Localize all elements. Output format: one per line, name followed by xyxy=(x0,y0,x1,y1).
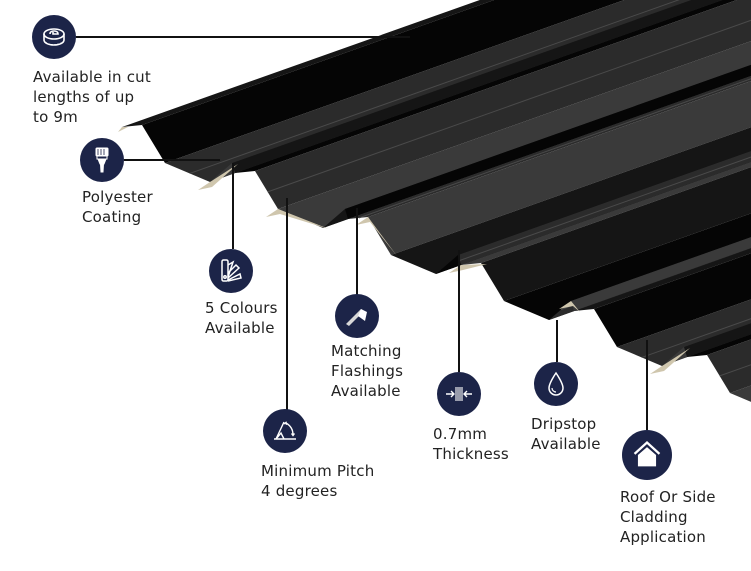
feature-label-pitch: Minimum Pitch 4 degrees xyxy=(261,462,375,500)
colour-swatch-icon xyxy=(209,249,253,293)
house-icon xyxy=(622,430,672,480)
sheet-rib-top xyxy=(391,127,751,274)
sheet-pan xyxy=(348,75,751,219)
water-drop-icon xyxy=(534,362,578,406)
sheet-rib-rise xyxy=(278,41,751,228)
sheet-rib-slope xyxy=(235,0,737,173)
sheet-rib-slope xyxy=(594,253,751,347)
sheet-rib-top xyxy=(481,167,751,301)
sheet-pan xyxy=(617,299,751,366)
sheet-pan xyxy=(255,0,751,209)
thickness-icon xyxy=(437,372,481,416)
feature-label-polyester-coating: Polyester Coating xyxy=(82,188,153,226)
sheet-pan xyxy=(458,150,751,265)
sheet-rib-rise xyxy=(730,385,751,402)
sheet-front-lip xyxy=(118,127,128,132)
sheet-rib-rise xyxy=(461,162,751,265)
sheet-pan-highlight xyxy=(459,156,751,261)
sheet-rib-top xyxy=(684,323,751,357)
sheet-edge-underside xyxy=(650,348,690,374)
sheet-edge-underside xyxy=(198,164,238,190)
sheet-pan xyxy=(707,339,751,393)
sheet-rib-rise xyxy=(368,81,751,255)
sheet-rib-top xyxy=(122,0,495,127)
paint-brush-icon xyxy=(80,138,124,182)
sheet-rib-top xyxy=(574,248,751,311)
sheet-rib-top xyxy=(232,0,723,173)
feature-label-dripstop: Dripstop Available xyxy=(531,415,601,453)
sheet-rib-slope xyxy=(345,64,751,219)
sheet-rib-slope xyxy=(142,0,625,163)
sheet-edge-underside xyxy=(559,301,580,312)
sheet-rib-slope xyxy=(687,334,751,357)
tape-measure-icon xyxy=(32,15,76,59)
feature-label-flashings: Matching Flashings Available xyxy=(331,342,404,400)
sheet-rib-slope xyxy=(504,213,751,320)
sheet-rib-rise xyxy=(571,237,751,311)
feature-label-thickness: 0.7mm Thickness xyxy=(433,425,509,463)
feature-label-cladding: Roof Or Side Cladding Application xyxy=(620,488,716,546)
sheet-pan-highlight xyxy=(189,0,680,174)
sheet-edge-underside xyxy=(266,209,329,229)
feature-label-cut-lengths: Available in cut lengths of up to 9m xyxy=(33,68,151,126)
pitch-angle-icon xyxy=(263,409,307,453)
feature-label-colours: 5 Colours Available xyxy=(205,299,278,337)
sheet-pan-highlight xyxy=(358,78,751,219)
flashing-icon xyxy=(335,294,379,338)
sheet-pan-highlight xyxy=(267,19,751,193)
